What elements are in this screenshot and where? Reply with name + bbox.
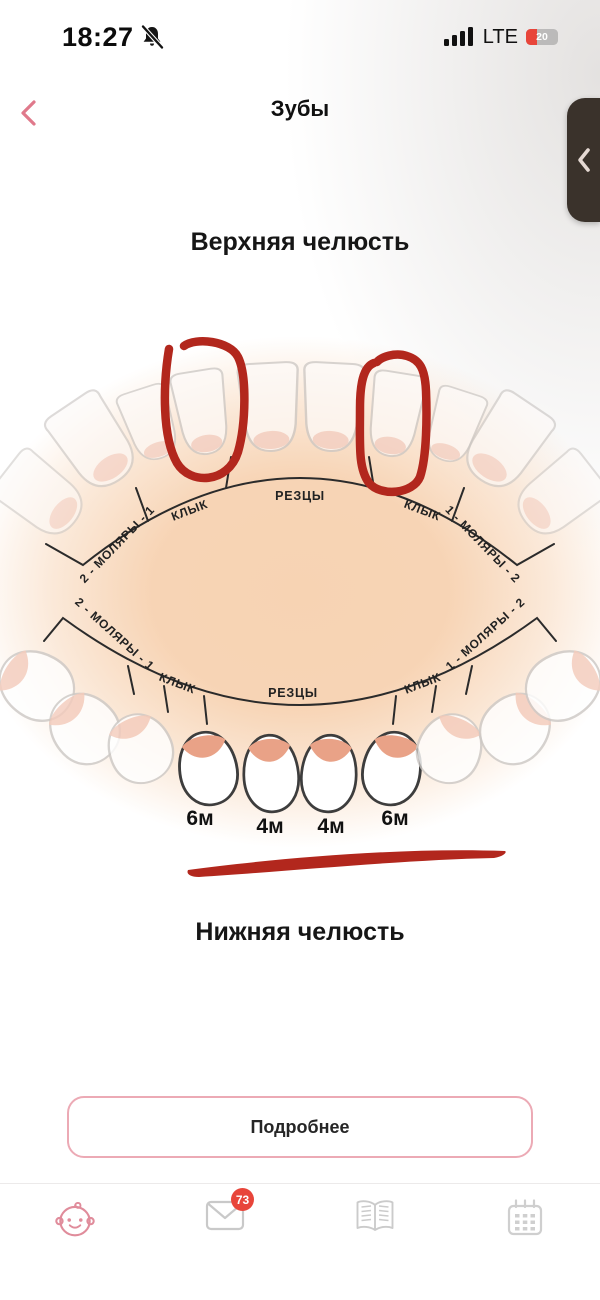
red-annotations: [160, 337, 506, 877]
status-right: LTE 20: [443, 26, 558, 49]
lower-tick: [203, 695, 208, 725]
unread-badge: 73: [231, 1188, 254, 1211]
age-label: 4м: [317, 815, 344, 838]
tab-calendar[interactable]: [450, 1184, 600, 1300]
bell-slash-icon: [140, 24, 163, 49]
side-drawer-handle[interactable]: [567, 98, 600, 222]
signal-bars-icon: [443, 27, 473, 46]
baby-face-icon: [55, 1201, 95, 1237]
lower-jaw-title: Нижняя челюсть: [195, 918, 405, 946]
upper-tick: [451, 487, 465, 522]
chevron-left-icon: [577, 148, 590, 172]
eruption-ages: 6м 4м 4м 6м: [186, 807, 408, 838]
lower-incisors-label: РЕЗЦЫ: [268, 686, 318, 700]
back-button[interactable]: [16, 98, 42, 130]
chevron-left-icon: [21, 100, 36, 126]
battery-indicator: 20: [526, 29, 558, 45]
lower-tick: [465, 665, 473, 695]
clock: 18:27: [62, 21, 134, 52]
lower-tick: [392, 695, 397, 725]
details-button[interactable]: Подробнее: [67, 1096, 533, 1158]
tab-guide[interactable]: [300, 1184, 450, 1300]
lower-arc: [43, 616, 557, 706]
lower-tick: [163, 685, 169, 713]
page-title: Зубы: [270, 96, 330, 121]
age-label: 4м: [256, 815, 283, 838]
red-underline-stroke: [187, 850, 506, 877]
teeth-diagram: 2 - МОЛЯРЫ - 1 КЛЫК РЕЗЦЫ КЛЫК 1 - МОЛЯР…: [0, 336, 600, 877]
open-book-icon: [356, 1200, 394, 1231]
tab-messages[interactable]: 73: [150, 1184, 300, 1300]
red-circle-right: [355, 350, 431, 497]
calendar-icon: [507, 1199, 543, 1236]
tab-bar: 73: [0, 1183, 600, 1300]
nav-bar: Зубы: [0, 96, 600, 136]
red-circle-left: [160, 337, 249, 483]
upper-incisors-label: РЕЗЦЫ: [275, 489, 325, 503]
status-left: 18:27: [62, 22, 164, 53]
upper-jaw-title: Верхняя челюсть: [190, 228, 410, 256]
upper-tick: [135, 487, 149, 522]
upper-arc: [45, 477, 555, 567]
lower-tick: [127, 665, 135, 695]
age-label: 6м: [381, 807, 408, 830]
network-type: LTE: [482, 25, 518, 48]
tab-baby[interactable]: [0, 1184, 150, 1300]
status-bar: 18:27 LTE 20: [0, 14, 600, 60]
battery-percent: 20: [536, 31, 548, 43]
age-label: 6м: [186, 807, 213, 830]
battery-fill: [526, 29, 537, 45]
lower-tick: [431, 685, 437, 713]
